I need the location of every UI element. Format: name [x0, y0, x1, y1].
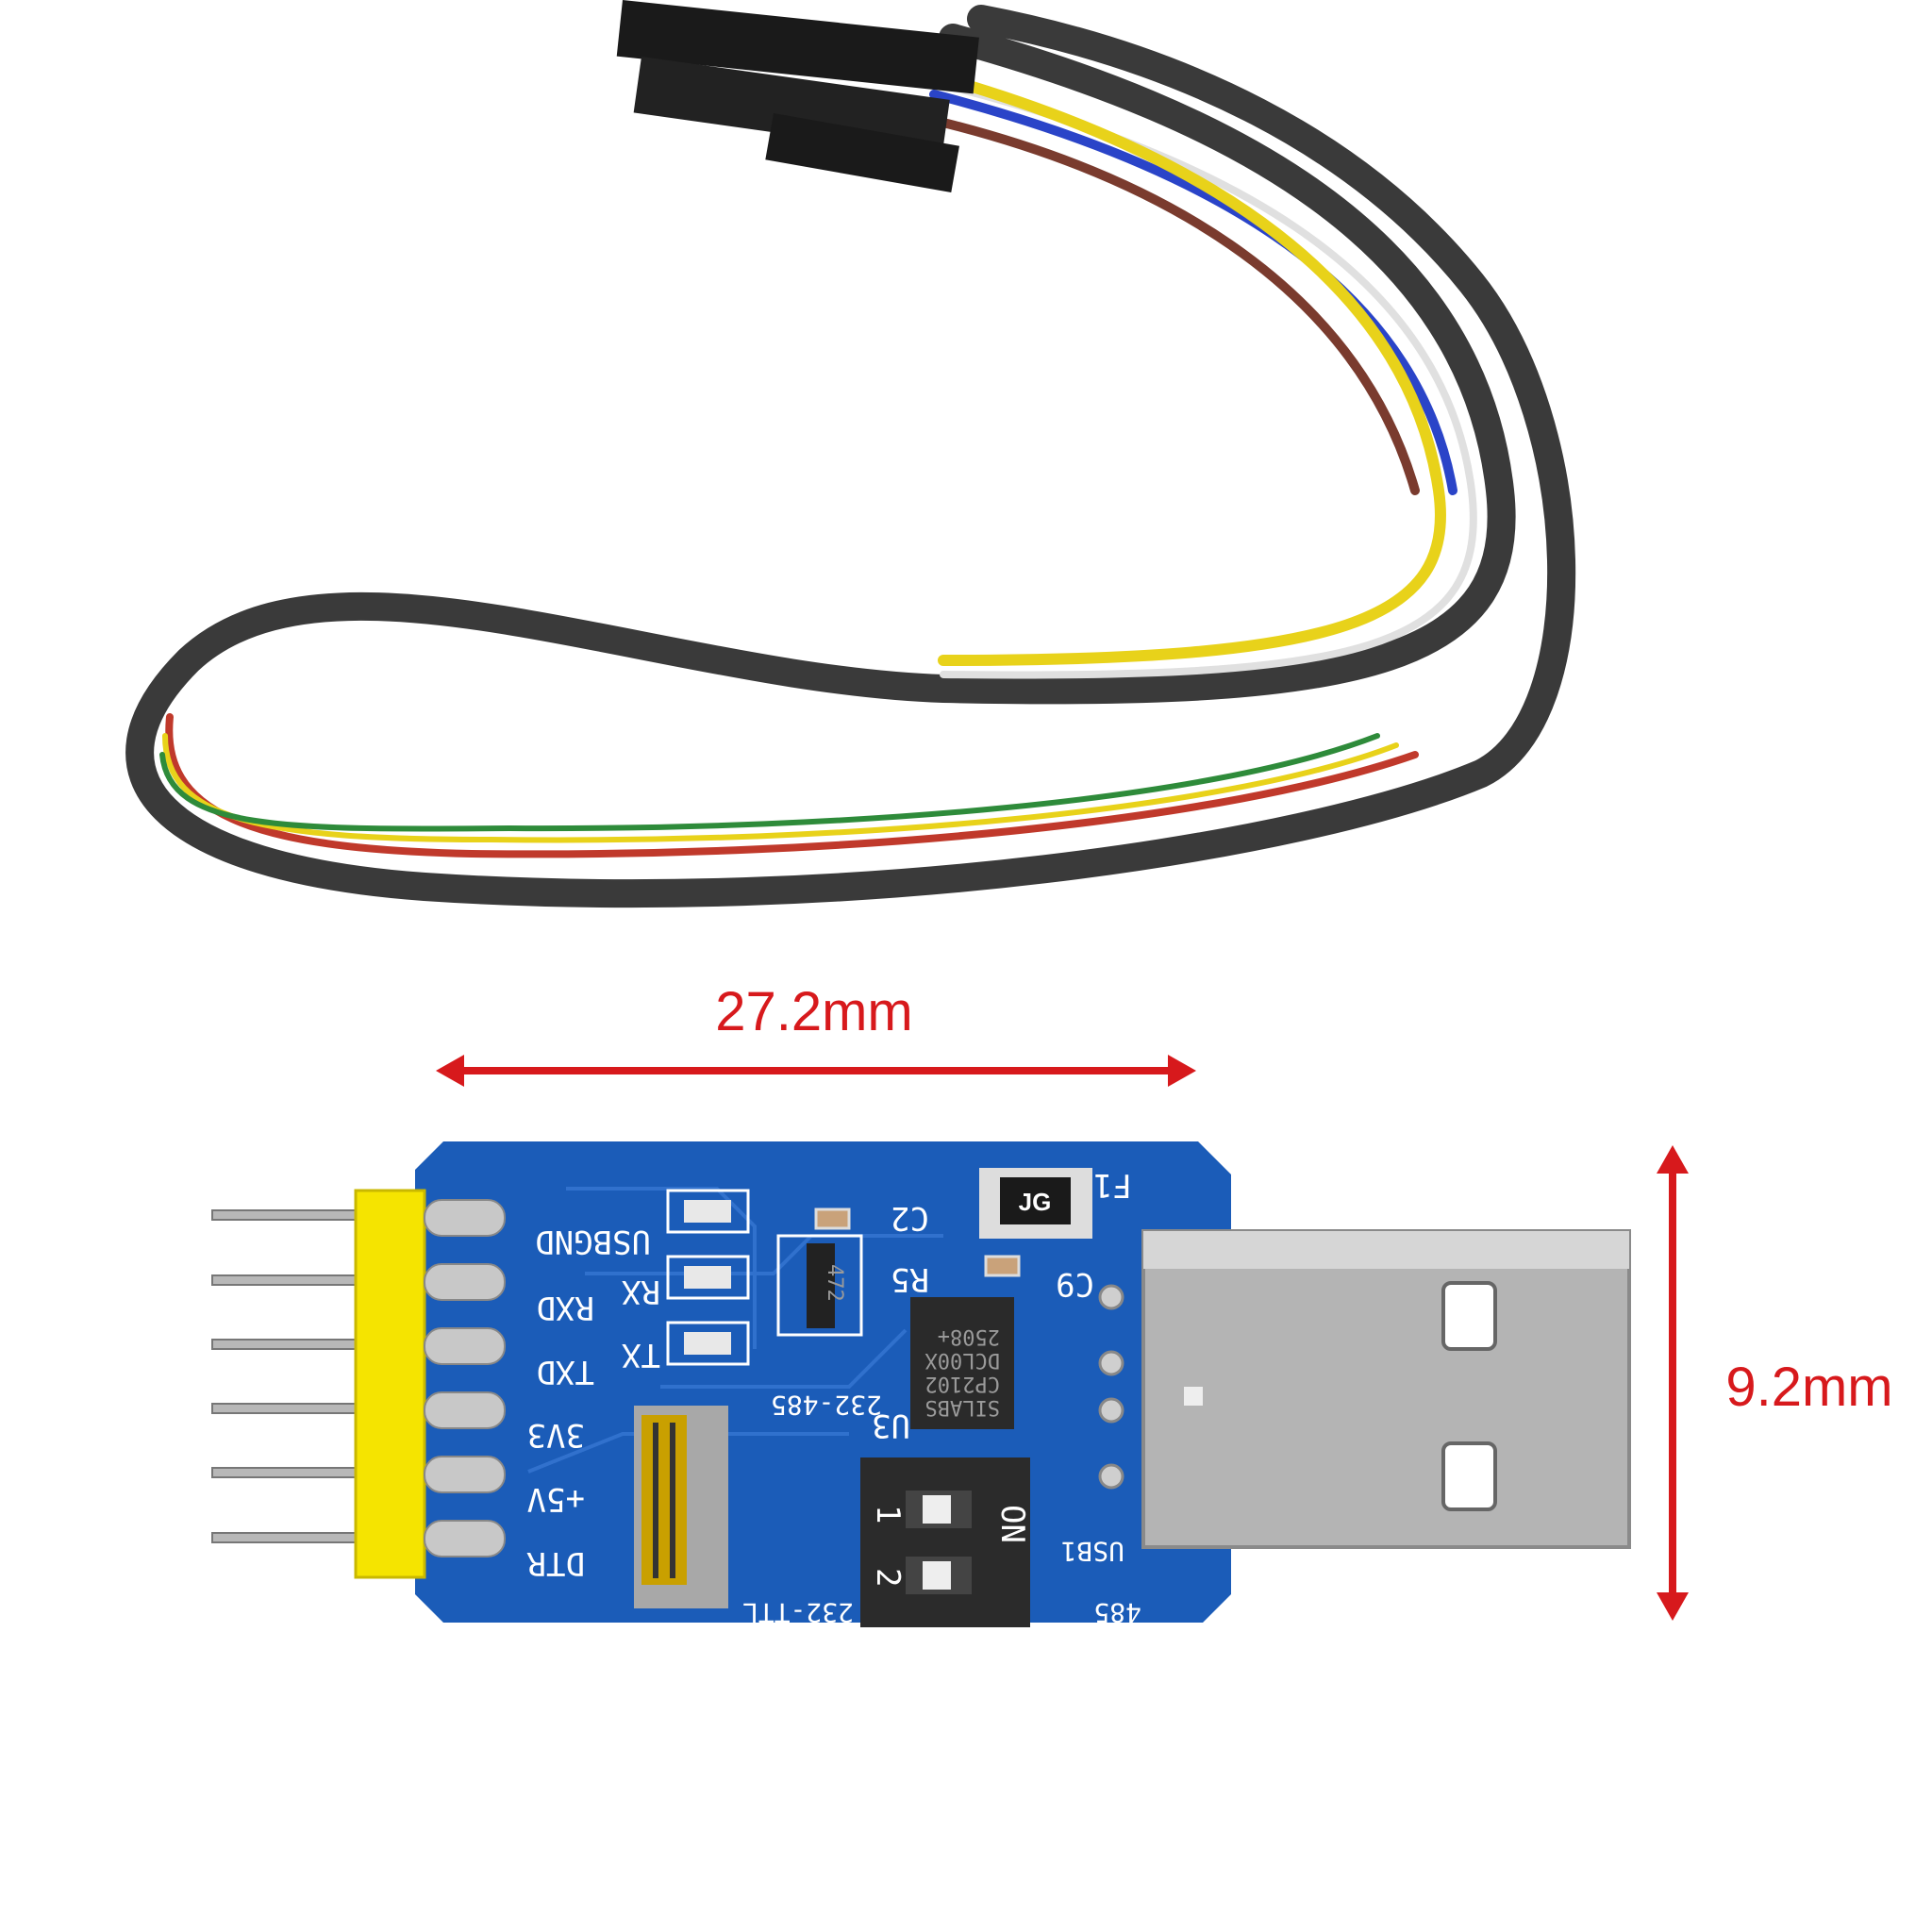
dip-toggle-2[interactable] — [923, 1561, 951, 1590]
resistor-marking: 472 — [823, 1264, 846, 1302]
pin-header — [354, 1189, 426, 1579]
arrowhead-right-icon — [1168, 1055, 1196, 1087]
label-3v3: 3V3 — [527, 1416, 585, 1454]
jumper-cable — [125, 5, 1576, 908]
label-c2: C2 — [891, 1199, 929, 1237]
chip-line-4: 2508+ — [938, 1324, 1000, 1348]
resistor-network: 472 — [776, 1234, 863, 1337]
label-tx: TX — [622, 1336, 660, 1374]
pin-labels: USBGND RXD TXD 3V3 +5V DTR RX TX C2 R5 C… — [526, 1166, 1141, 1628]
label-u3: U3 — [872, 1407, 910, 1444]
label-txd: TXD — [537, 1353, 594, 1391]
label-usbgnd: USBGND — [535, 1223, 651, 1260]
label-usb1: USB1 — [1061, 1536, 1124, 1567]
label-232-485: 232-485 — [771, 1390, 882, 1421]
chip-line-2: CP2102 — [925, 1372, 1000, 1395]
usb-a-plug — [1141, 1229, 1631, 1549]
height-dimension: 9.2mm — [1657, 1145, 1893, 1621]
label-rxd: RXD — [537, 1289, 594, 1326]
label-f1: F1 — [1093, 1166, 1132, 1204]
label-rx: RX — [622, 1273, 660, 1310]
arrowhead-up-icon — [1657, 1145, 1689, 1174]
fuse-f1: JG — [979, 1168, 1092, 1239]
slide-switch[interactable] — [634, 1406, 728, 1608]
fuse-marking: JG — [1019, 1188, 1052, 1216]
solder-pads — [424, 1199, 506, 1557]
leds — [666, 1189, 750, 1366]
dip-switch[interactable]: 1 2 ON — [860, 1457, 1031, 1627]
label-dtr: DTR — [526, 1544, 585, 1582]
usb-pads — [1098, 1284, 1124, 1490]
dupont-connectors — [616, 0, 979, 192]
label-c9: C9 — [1056, 1265, 1094, 1303]
arrowhead-left-icon — [436, 1055, 464, 1087]
dip-toggle-1[interactable] — [923, 1495, 951, 1524]
label-232-ttl: 232-TTL — [742, 1597, 854, 1628]
chip-line-3: DCL00X — [924, 1348, 1000, 1372]
width-label: 27.2mm — [715, 981, 913, 1042]
height-label: 9.2mm — [1725, 1357, 1892, 1418]
label-r5: R5 — [891, 1260, 929, 1298]
dip-label-on: ON — [993, 1505, 1031, 1543]
capacitor-c2 — [814, 1208, 851, 1230]
width-dimension: 27.2mm — [436, 981, 1196, 1087]
cp2102-chip: 2508+ DCL00X CP2102 SILABS — [910, 1297, 1014, 1429]
dip-label-2: 2 — [869, 1568, 907, 1587]
arrowhead-down-icon — [1657, 1592, 1689, 1621]
label-485: 485 — [1093, 1597, 1141, 1628]
chip-line-1: SILABS — [925, 1395, 1000, 1419]
pcb-traces — [527, 1187, 943, 1474]
header-pins — [211, 1209, 364, 1543]
capacitor-c9 — [984, 1255, 1021, 1277]
dip-label-1: 1 — [869, 1505, 907, 1524]
label-5v: +5V — [527, 1480, 585, 1518]
